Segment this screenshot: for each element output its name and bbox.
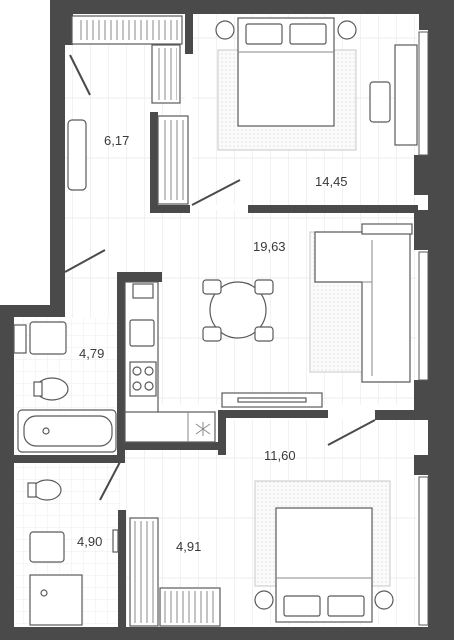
area-labels: 6,17 14,45 19,63 4,79 11,60 4,90 4,91 [77,133,348,554]
wall [414,210,454,250]
bedroom-1-furniture [215,17,418,151]
wall [150,205,190,213]
doors [64,54,376,501]
area-label-bedroom-2: 11,60 [264,448,296,463]
chair [202,279,222,295]
bedroom-2-furniture [254,480,394,623]
drain [40,589,48,597]
area-label-bathroom-1: 4,79 [79,346,104,361]
nightstand [337,20,357,40]
door [191,179,241,206]
wardrobe-fixtures [129,517,221,627]
pillow [289,23,327,45]
area-label-hall: 6,17 [104,133,129,148]
wall [428,0,454,640]
pillow [245,23,283,45]
cooktop [129,361,157,397]
toilet [32,479,62,501]
chair [202,326,222,342]
area-label-bathroom-2: 4,90 [77,534,102,549]
wall [50,0,65,313]
area-label-wardrobe: 4,91 [176,539,201,554]
desk [394,44,418,146]
washer [13,324,27,354]
area-label-bedroom-1: 14,45 [315,174,348,189]
closet-hangers [161,120,185,200]
toilet-tank [33,381,43,397]
nightstand [374,590,394,610]
burner [132,381,142,391]
closet-hangers [163,591,217,623]
sink [129,319,155,347]
wall [65,0,73,45]
wall [218,410,328,418]
wall [0,305,14,640]
burner [144,366,154,376]
wall [185,14,193,54]
chair [369,81,391,123]
wall [65,0,454,14]
closet-hangers [155,48,177,100]
wall [375,410,425,420]
bathtub-basin [23,415,113,447]
drain [42,427,50,435]
window [418,31,429,156]
nightstand [215,20,235,40]
wall [414,455,454,475]
wall [414,155,454,195]
closet-hangers [133,521,155,623]
hall-furniture [67,15,189,205]
wardrobe-hangers [76,20,178,40]
living-furniture [202,223,413,408]
window [418,476,429,626]
windows [418,31,429,626]
wall [0,305,65,317]
wall [0,627,454,640]
door [99,461,121,501]
window [418,251,429,381]
nightstand [254,590,274,610]
bench [67,119,87,191]
ventilation-icon [195,422,211,436]
wall [118,510,126,627]
counter [124,411,216,443]
fridge [132,283,154,299]
sink [29,321,67,355]
bathroom-2-fixtures [27,479,119,626]
wall [14,455,125,463]
towel-rail [112,529,119,553]
sink [29,531,65,563]
pillow [283,595,321,617]
bathroom-1-fixtures [13,321,117,453]
burner [132,366,142,376]
wall [218,410,226,455]
pillow [327,595,365,617]
wall [248,205,418,213]
chair [254,279,274,295]
wall [150,112,158,212]
wall [117,272,125,462]
shower [29,574,83,626]
sofa-cushions [362,240,373,376]
dining-table [209,281,267,339]
wall [125,442,225,450]
kitchen [124,281,216,443]
door [327,419,376,446]
burner [144,381,154,391]
door [64,249,106,273]
sofa-back [361,223,413,235]
door [69,54,91,96]
tv [237,397,307,403]
toilet-tank [27,482,37,498]
wall [117,272,162,282]
chair [254,326,274,342]
area-label-living-kitchen: 19,63 [253,239,286,254]
